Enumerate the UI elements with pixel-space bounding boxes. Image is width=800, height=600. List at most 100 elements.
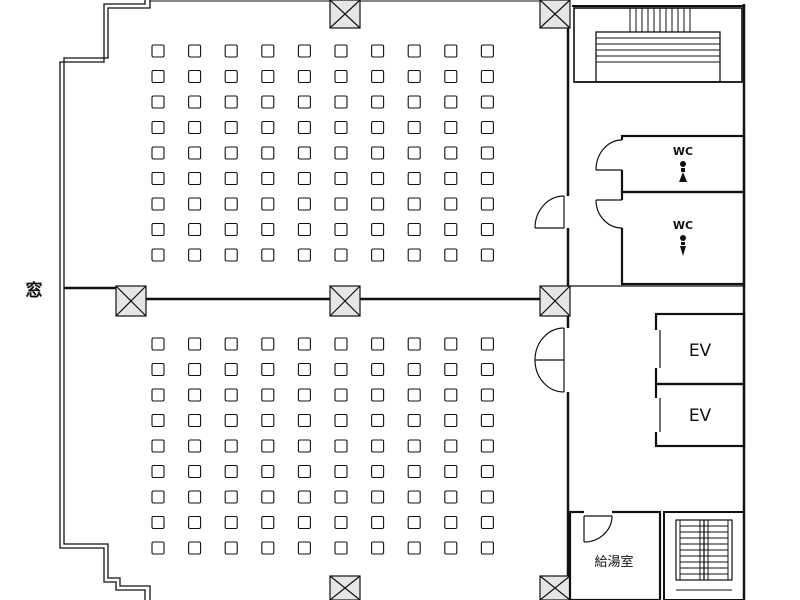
seat	[371, 95, 385, 109]
seat	[297, 146, 311, 160]
seat	[261, 222, 275, 237]
seat	[151, 541, 165, 555]
seat	[407, 515, 421, 530]
seat	[224, 248, 238, 262]
seat	[371, 541, 385, 555]
seat	[334, 388, 348, 402]
seat	[444, 541, 458, 555]
seat	[261, 44, 275, 58]
seat	[371, 515, 385, 530]
seat	[371, 69, 385, 84]
seat	[334, 44, 348, 58]
seat	[151, 146, 165, 160]
seat	[407, 541, 421, 555]
seat	[480, 171, 494, 186]
seat	[188, 515, 202, 530]
seat	[480, 69, 494, 84]
seat	[188, 248, 202, 262]
seat	[480, 95, 494, 109]
seat	[371, 171, 385, 186]
pantry-label: 給湯室	[594, 554, 633, 570]
seat	[444, 120, 458, 135]
seat	[261, 541, 275, 555]
seat	[480, 197, 494, 211]
seat	[188, 69, 202, 84]
seat	[297, 362, 311, 377]
column	[539, 0, 571, 29]
seat	[224, 464, 238, 479]
seat	[444, 490, 458, 504]
seat	[334, 337, 348, 351]
seat	[224, 490, 238, 504]
seat	[297, 490, 311, 504]
seat	[261, 171, 275, 186]
seat	[224, 120, 238, 135]
seat	[151, 120, 165, 135]
seat	[261, 337, 275, 351]
seat	[371, 388, 385, 402]
seat	[407, 248, 421, 262]
column	[539, 285, 571, 317]
seat	[444, 515, 458, 530]
seat	[407, 413, 421, 428]
seat	[407, 95, 421, 109]
seat	[334, 171, 348, 186]
seat	[480, 439, 494, 453]
seat	[224, 197, 238, 211]
seat	[261, 248, 275, 262]
seat	[261, 464, 275, 479]
seat	[297, 439, 311, 453]
seat	[261, 197, 275, 211]
seat	[444, 439, 458, 453]
seat	[334, 146, 348, 160]
seat	[188, 413, 202, 428]
seat	[480, 490, 494, 504]
seat	[261, 146, 275, 160]
lower-room-seats	[151, 337, 494, 555]
seat	[334, 362, 348, 377]
seat	[444, 95, 458, 109]
seat	[188, 388, 202, 402]
seat	[151, 413, 165, 428]
seat	[261, 490, 275, 504]
seat	[151, 490, 165, 504]
seat	[334, 464, 348, 479]
seat	[334, 439, 348, 453]
seat	[297, 388, 311, 402]
seat	[407, 439, 421, 453]
upper-staircase	[573, 7, 743, 83]
column	[329, 575, 361, 600]
seat	[224, 515, 238, 530]
seat	[371, 248, 385, 262]
seat	[151, 388, 165, 402]
seat	[407, 464, 421, 479]
seat	[444, 362, 458, 377]
seat	[151, 197, 165, 211]
seat	[151, 248, 165, 262]
seat	[407, 337, 421, 351]
seat	[224, 222, 238, 237]
wc-men-door	[595, 139, 624, 171]
room-doors	[534, 195, 570, 393]
wc-men-icon	[679, 161, 687, 182]
column	[115, 285, 147, 317]
seat	[334, 120, 348, 135]
seat	[444, 69, 458, 84]
seat	[444, 44, 458, 58]
seat	[480, 362, 494, 377]
seat	[334, 69, 348, 84]
seat	[261, 362, 275, 377]
seat	[407, 44, 421, 58]
seat	[480, 388, 494, 402]
seat	[297, 171, 311, 186]
seat	[188, 222, 202, 237]
seat	[261, 95, 275, 109]
seat	[297, 69, 311, 84]
seat	[224, 44, 238, 58]
seat	[444, 197, 458, 211]
room-walls	[64, 0, 746, 600]
seat	[224, 439, 238, 453]
seat	[334, 197, 348, 211]
seat	[444, 464, 458, 479]
seat	[334, 515, 348, 530]
